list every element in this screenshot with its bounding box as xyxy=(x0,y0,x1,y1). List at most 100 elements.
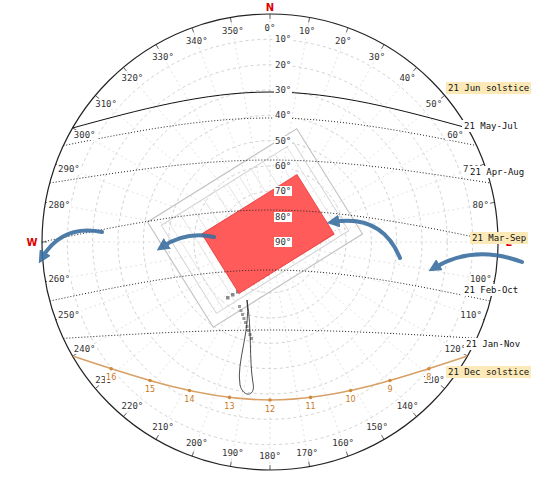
hour-dot xyxy=(349,389,353,393)
sun-motion-arrow xyxy=(434,254,522,268)
azimuth-label: 0° xyxy=(264,23,277,33)
azimuth-label: 320° xyxy=(121,73,145,83)
altitude-label: 70° xyxy=(274,186,292,196)
azimuth-tick xyxy=(156,45,159,49)
altitude-circle xyxy=(93,65,448,420)
azimuth-label: 30° xyxy=(368,52,386,62)
azimuth-label: 290° xyxy=(57,164,81,174)
azimuth-tick xyxy=(95,95,99,98)
azimuth-label: 20° xyxy=(334,36,352,46)
azimuth-label: 50° xyxy=(425,99,443,109)
azimuth-label: 280° xyxy=(47,200,71,210)
hour-dot xyxy=(188,389,192,393)
sun-path-curve xyxy=(50,270,490,301)
hour-label: 11 xyxy=(304,402,316,411)
altitude-label: 50° xyxy=(274,136,292,146)
azimuth-tick xyxy=(346,28,348,33)
date-label: 21 Mar-Sep xyxy=(470,232,528,244)
azimuth-label: 200° xyxy=(185,438,209,448)
azimuth-label: 10° xyxy=(298,26,316,36)
building-outline xyxy=(148,129,363,327)
azimuth-line xyxy=(270,45,384,242)
azimuth-tick xyxy=(346,452,348,457)
azimuth-line xyxy=(270,242,467,356)
azimuth-label: 40° xyxy=(398,73,416,83)
altitude-circle xyxy=(194,166,346,318)
azimuth-label: 350° xyxy=(221,26,245,36)
hour-label: 15 xyxy=(144,385,156,394)
sun-path-curve xyxy=(63,330,476,338)
azimuth-label: 250° xyxy=(57,310,81,320)
azimuth-label: 330° xyxy=(151,52,175,62)
azimuth-label: 150° xyxy=(365,422,389,432)
altitude-label: 90° xyxy=(274,237,292,247)
azimuth-tick xyxy=(382,435,385,439)
altitude-circle xyxy=(143,115,396,368)
azimuth-line xyxy=(270,242,384,439)
sun-path-curve xyxy=(73,356,468,400)
azimuth-line xyxy=(270,242,348,456)
azimuth-label: 190° xyxy=(221,448,245,458)
hour-label: 12 xyxy=(264,405,276,414)
altitude-label: 10° xyxy=(274,34,292,44)
azimuth-line xyxy=(270,67,417,242)
hour-dot xyxy=(148,379,152,383)
azimuth-label: 170° xyxy=(295,448,319,458)
grid xyxy=(42,14,498,470)
azimuth-tick xyxy=(192,28,194,33)
hour-label: 13 xyxy=(223,402,235,411)
hour-label: 16 xyxy=(105,373,117,382)
sun-motion-arrow xyxy=(162,235,214,247)
sun-path-curve xyxy=(73,92,468,128)
altitude-label: 80° xyxy=(274,212,292,222)
azimuth-label: 260° xyxy=(47,274,71,284)
azimuth-label: 210° xyxy=(151,422,175,432)
sun-path-curve xyxy=(42,210,498,242)
sun-path-curve xyxy=(50,160,490,183)
azimuth-tick xyxy=(413,67,416,71)
azimuth-tick xyxy=(490,202,495,204)
azimuth-line xyxy=(270,242,271,470)
compass-letter: W xyxy=(26,237,37,248)
azimuth-tick xyxy=(308,17,310,22)
azimuth-label: 140° xyxy=(396,401,420,411)
azimuth-tick xyxy=(270,465,271,470)
azimuth-tick xyxy=(230,462,232,467)
azimuth-label: 110° xyxy=(459,310,483,320)
altitude-label: 20° xyxy=(274,60,292,70)
analemma xyxy=(239,300,253,394)
azimuth-tick xyxy=(413,413,416,417)
hour-label: 9 xyxy=(386,385,393,394)
azimuth-tick xyxy=(123,413,126,417)
azimuth-label: 220° xyxy=(121,401,145,411)
hour-label: 8 xyxy=(425,373,432,382)
hour-dot xyxy=(109,367,113,371)
azimuth-label: 240° xyxy=(73,344,97,354)
sun-path-curve xyxy=(63,118,476,146)
azimuth-label: 160° xyxy=(331,438,355,448)
date-label: 21 Jun solstice xyxy=(446,82,531,94)
hour-label: 10 xyxy=(344,395,356,404)
azimuth-tick xyxy=(382,45,385,49)
azimuth-tick xyxy=(308,462,310,467)
sun-motion-arrow xyxy=(333,221,400,258)
altitude-label: 60° xyxy=(274,161,292,171)
hour-dot xyxy=(427,367,431,371)
azimuth-tick xyxy=(95,385,99,388)
azimuth-tick xyxy=(123,67,126,71)
azimuth-tick xyxy=(270,14,271,19)
hour-dot xyxy=(268,398,272,402)
date-label: 21 Jan-Nov xyxy=(464,338,522,350)
hour-label: 14 xyxy=(183,395,195,404)
azimuth-label: 100° xyxy=(469,274,493,284)
hour-dot xyxy=(228,396,232,400)
azimuth-tick xyxy=(441,95,445,98)
date-label: 21 Feb-Oct xyxy=(462,284,520,296)
azimuth-tick xyxy=(192,452,194,457)
hour-dot xyxy=(388,379,392,383)
azimuth-tick xyxy=(230,17,232,22)
date-label: 21 Apr-Aug xyxy=(468,166,526,178)
altitude-label: 40° xyxy=(274,110,292,120)
